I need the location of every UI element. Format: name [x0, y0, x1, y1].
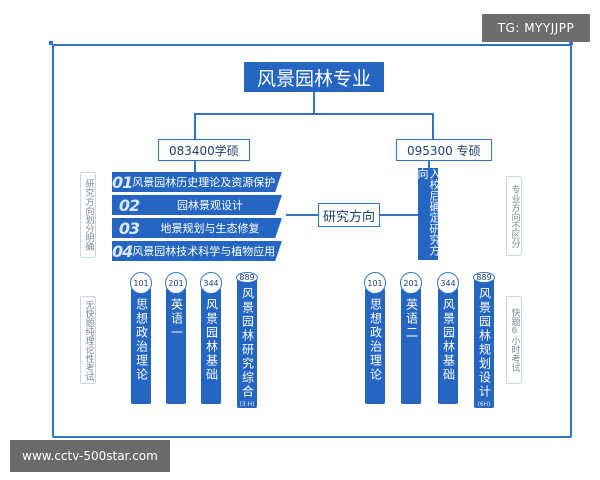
subject-bar: 思想政治理论: [365, 288, 385, 404]
professional-side-note-bottom: 快题6小时考试: [506, 296, 522, 384]
direction-text: 园林景观设计: [177, 199, 243, 212]
direction-text: 地景规划与生态修复: [160, 222, 260, 235]
professional-subject: 101 思想政治理论: [364, 272, 386, 404]
subject-code: 889: [473, 272, 495, 283]
academic-subject: 101 思想政治理论: [130, 272, 152, 404]
subject-code: 101: [364, 272, 386, 294]
subject-name: 英语二: [404, 298, 419, 340]
connector-line: [313, 92, 315, 114]
subject-code: 201: [165, 272, 187, 294]
subject-code: 344: [200, 272, 222, 294]
frame-corner-dot: [49, 41, 53, 45]
direction-number: 04: [112, 241, 133, 261]
diagram-frame: [52, 44, 572, 438]
professional-subject: 344 风景园林基础: [437, 272, 459, 404]
professional-program-label: 095300 专硕: [396, 139, 492, 161]
direction-number: 01: [112, 172, 133, 192]
subject-name: 英语一: [169, 298, 184, 340]
academic-side-note-top: 研究方向划分明确: [80, 172, 96, 258]
subject-code: 101: [130, 272, 152, 294]
direction-item: 04 风景园林技术科学与植物应用: [112, 241, 282, 261]
subject-name: 风景园林基础: [204, 298, 219, 382]
connector-line: [194, 113, 434, 115]
connector-line: [428, 160, 430, 170]
frame-corner-dot: [569, 41, 573, 45]
subject-note: (3 H): [239, 401, 255, 408]
professional-subject: 201 英语二: [400, 272, 422, 404]
research-direction-label: 研究方向: [318, 203, 380, 227]
subject-bar: 风景园林研究综合 (3 H): [237, 277, 257, 408]
diagram-title: 风景园林专业: [244, 62, 384, 92]
subject-code: 889: [236, 272, 258, 283]
direction-number: 03: [118, 218, 140, 238]
subject-note: (6H): [477, 401, 491, 408]
academic-program-label: 083400学硕: [158, 139, 250, 161]
connector-line: [432, 113, 434, 139]
academic-subject: 344 风景园林基础: [200, 272, 222, 404]
academic-side-note-bottom: 无快题纯理论性考试: [80, 296, 96, 384]
watermark-bottom: www.cctv-500star.com: [10, 440, 170, 472]
subject-name: 风景园林基础: [441, 298, 456, 382]
connector-line: [380, 214, 418, 216]
connector-line: [286, 214, 318, 216]
subject-bar: 风景园林基础: [438, 288, 458, 404]
subject-bar: 思想政治理论: [131, 288, 151, 404]
subject-name: 思想政治理论: [134, 298, 149, 382]
subject-bar: 英语二: [401, 288, 421, 404]
professional-subject: 889 风景园林规划设计 (6H): [473, 272, 495, 408]
connector-line: [194, 160, 196, 172]
subject-code: 201: [400, 272, 422, 294]
subject-bar: 英语一: [166, 288, 186, 404]
subject-bar: 风景园林规划设计 (6H): [474, 277, 494, 408]
academic-subject: 889 风景园林研究综合 (3 H): [236, 272, 258, 408]
subject-code: 344: [437, 272, 459, 294]
watermark-top: TG: MYYJJPP: [482, 14, 590, 42]
subject-name: 风景园林规划设计: [477, 287, 492, 399]
direction-text: 风景园林技术科学与植物应用: [132, 245, 276, 258]
academic-subject: 201 英语一: [165, 272, 187, 404]
connector-line: [194, 113, 196, 139]
subject-name: 风景园林研究综合: [240, 287, 255, 399]
direction-number: 02: [118, 195, 140, 215]
professional-side-note-top: 专业方向不区分: [506, 176, 522, 256]
direction-item: 03 地景规划与生态修复: [112, 218, 282, 238]
direction-text: 风景园林历史理论及资源保护: [132, 176, 276, 189]
direction-item: 02 园林景观设计: [112, 195, 282, 215]
professional-direction-note: 入校后确定研究方向: [416, 168, 441, 260]
subject-name: 思想政治理论: [368, 298, 383, 382]
direction-item: 01 风景园林历史理论及资源保护: [112, 172, 282, 192]
subject-bar: 风景园林基础: [201, 288, 221, 404]
